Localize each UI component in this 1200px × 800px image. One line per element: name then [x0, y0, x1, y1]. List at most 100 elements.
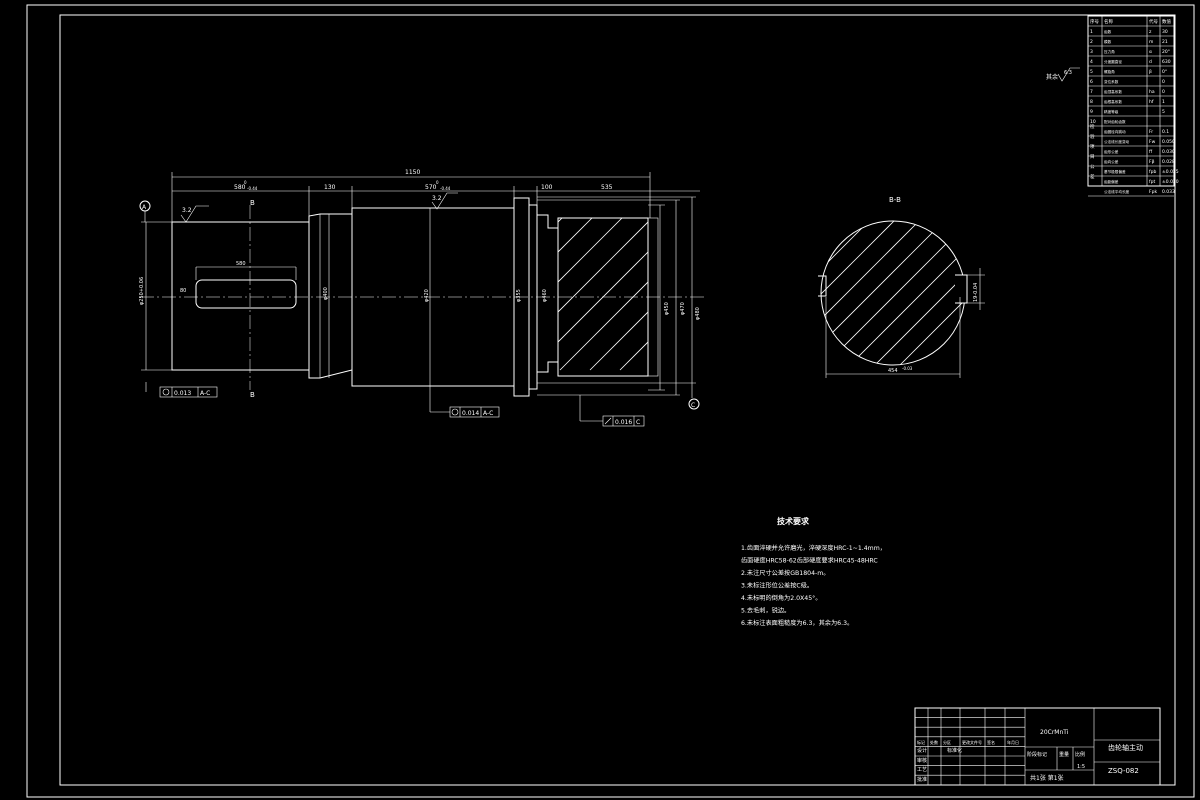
- dim-phi-right: φ480: [695, 307, 701, 320]
- param-cell: 3: [1090, 49, 1093, 55]
- dimensions: 1150 580 -0.44 0 130 570 -0.44 0 100 535…: [139, 169, 701, 398]
- roughness-symbols: 3.2 3.2 其余 6.3: [180, 67, 1080, 223]
- param-cell: 齿数: [1104, 29, 1112, 34]
- dim-keyway-len: 580: [236, 261, 246, 267]
- param-cell: 6: [1090, 79, 1093, 85]
- tolerance-frames: 0.013 A-C 0.014 A-C 0.016 C: [145, 382, 645, 427]
- tol2-value: 0.014: [462, 410, 479, 417]
- tb-row-label: 更改文件号: [962, 739, 982, 745]
- param-cell: 变位系数: [1104, 79, 1119, 84]
- inner-border: [59, 14, 1176, 786]
- note-line: 2.未注尺寸公差按GB1804-m。: [741, 569, 829, 577]
- param-cell: Fr: [1149, 129, 1153, 135]
- roughness-a: 3.2: [182, 207, 192, 214]
- param-cell: 1: [1090, 29, 1093, 35]
- tb-ratio: 1:5: [1077, 764, 1085, 770]
- param-side-label: 目: [1090, 154, 1095, 160]
- param-cell: 0: [1162, 79, 1165, 85]
- outer-border: [26, 4, 1195, 798]
- tb-drawing-no: ZSQ-082: [1108, 767, 1139, 775]
- tb-row-label: 标记: [917, 739, 925, 745]
- param-side-label: 验: [1090, 133, 1095, 140]
- param-header: 数值: [1162, 18, 1171, 25]
- param-cell: 齿根高系数: [1104, 99, 1122, 104]
- param-cell: 5: [1162, 109, 1165, 115]
- tb-scale-label: 阶段标记: [1027, 751, 1047, 758]
- section-width-tol: -0.03: [902, 366, 913, 371]
- dim-zero-b: 0: [436, 180, 439, 185]
- param-cell: 配对齿轮齿数: [1104, 119, 1126, 124]
- roughness-b: 3.2: [432, 195, 442, 202]
- dim-seg1-tol: -0.44: [247, 186, 258, 191]
- tol3-value: 0.016: [615, 419, 632, 426]
- tb-row-label: 签名: [987, 739, 995, 745]
- dim-seg3-tol: -0.44: [440, 186, 451, 191]
- param-cell: 4: [1090, 59, 1093, 65]
- dim-seg4: 100: [541, 184, 553, 191]
- tb-weight-label: 重量: [1059, 751, 1069, 758]
- tb-row-label: 年月日: [1007, 739, 1019, 745]
- param-cell: 0: [1162, 89, 1165, 95]
- param-cell: z: [1149, 30, 1152, 35]
- tb-material: 20CrMnTi: [1040, 729, 1069, 736]
- tb-sheet: 共1张 第1张: [1030, 774, 1064, 782]
- param-cell: 0.028: [1162, 159, 1175, 165]
- param-cell: 2: [1090, 39, 1093, 45]
- param-cell: Fw: [1149, 139, 1156, 145]
- param-cell: m: [1149, 40, 1153, 45]
- param-side-label: 项: [1090, 144, 1095, 150]
- dim-seg1: 580: [234, 184, 246, 191]
- note-line: 5.去毛刺，锐边。: [741, 607, 790, 615]
- param-cell: 7: [1090, 89, 1093, 95]
- tb-part-name: 齿轮轴主动: [1108, 743, 1143, 752]
- param-side-label: 公: [1090, 165, 1095, 170]
- dim-phi-gear1: φ450: [664, 302, 670, 315]
- note-line: 1.齿面淬硬并允许磨光，淬硬深度HRC-1~1.4mm，: [741, 544, 886, 552]
- param-cell: α: [1149, 50, 1152, 55]
- param-cell: hf: [1149, 99, 1154, 105]
- param-cell: 630: [1162, 59, 1171, 65]
- param-cell: 8: [1090, 99, 1093, 105]
- param-cell: 分度圆直径: [1104, 59, 1122, 64]
- tol3-ref: C: [636, 419, 640, 426]
- keyway: [195, 279, 297, 309]
- note-line: 3.未标注形位公差按C级。: [741, 582, 813, 590]
- tb-process: 工艺: [917, 767, 927, 773]
- section-key: 19-0.04: [973, 283, 979, 302]
- note-line: 4.未标明的倒角为2.0X45°。: [741, 594, 821, 602]
- param-cell: 精度等级: [1104, 109, 1119, 114]
- note-line: 6.未标注表面粗糙度为6.3，其余为6.3。: [741, 619, 853, 627]
- tb-std: 标准化: [947, 747, 962, 754]
- param-cell: 齿圈径向跳动: [1104, 129, 1126, 134]
- param-cell: 公法线平均长度: [1104, 189, 1130, 194]
- param-cell: Fβ: [1149, 159, 1155, 165]
- param-cell: 压力角: [1104, 49, 1115, 54]
- dim-phi-mid: φ400: [323, 287, 329, 300]
- dim-phi-shoulder: φ355: [516, 289, 522, 302]
- section-width: 454: [888, 368, 898, 374]
- shaft-left-journal: [171, 221, 310, 371]
- param-cell: β: [1149, 69, 1152, 75]
- shaft-view: [140, 197, 705, 397]
- technical-notes: 技术要求 1.齿面淬硬并允许磨光，淬硬深度HRC-1~1.4mm， 齿面硬度HR…: [741, 516, 886, 627]
- tb-ratio-label: 比例: [1075, 751, 1085, 758]
- param-cell: 10: [1090, 119, 1096, 125]
- param-cell: 基节极限偏差: [1104, 169, 1126, 174]
- tb-design: 设计: [917, 747, 927, 754]
- param-header: 代号: [1149, 18, 1158, 25]
- param-header: 名称: [1104, 18, 1113, 25]
- tb-row-label: 分区: [943, 739, 951, 745]
- datum-c-label: C: [691, 402, 695, 409]
- tol2-ref: A-C: [483, 410, 493, 417]
- dim-seg2: 130: [324, 184, 336, 191]
- param-cell: 30: [1162, 29, 1168, 35]
- tb-review: 审核: [917, 757, 927, 764]
- dim-phi-collar: φ460: [542, 289, 548, 302]
- param-cell: fpt: [1149, 179, 1155, 185]
- notes-title: 技术要求: [777, 516, 810, 526]
- dim-zero-a: 0: [244, 180, 247, 185]
- param-cell: Fpk: [1149, 189, 1157, 195]
- section-label: B-B: [889, 196, 901, 204]
- param-cell: 齿向公差: [1104, 159, 1119, 164]
